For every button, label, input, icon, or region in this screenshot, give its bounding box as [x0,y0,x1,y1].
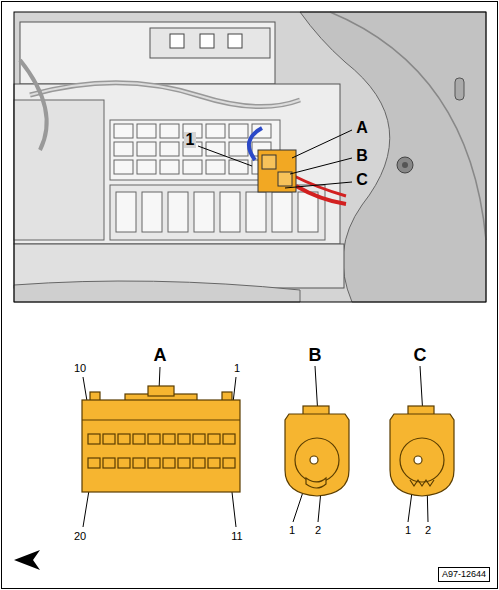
pin-number: 2 [313,525,323,536]
callout-letter: A [354,120,370,136]
figure-number: A97-12644 [442,570,486,579]
callout-letter: C [354,172,370,188]
callout-letter: A [152,346,169,364]
callout-letter: B [354,148,370,164]
callout-letter: B [307,346,324,364]
leader-lines [83,130,428,527]
direction-arrow [14,550,40,570]
callout-letter: 1 [184,132,197,148]
pin-number: 2 [423,525,433,536]
pin-number: 20 [72,531,88,542]
pin-number: 1 [287,525,297,536]
connector-c [390,406,454,496]
vehicle-view [14,12,486,302]
connector-b [285,406,349,496]
pin-number: 11 [229,531,244,542]
reference-box: A97-12644 [438,567,490,582]
pin-number: 10 [72,363,88,374]
connector-a [82,386,240,492]
pin-number: 1 [232,363,242,374]
callout-letter: C [412,346,429,364]
pin-number: 1 [403,525,413,536]
